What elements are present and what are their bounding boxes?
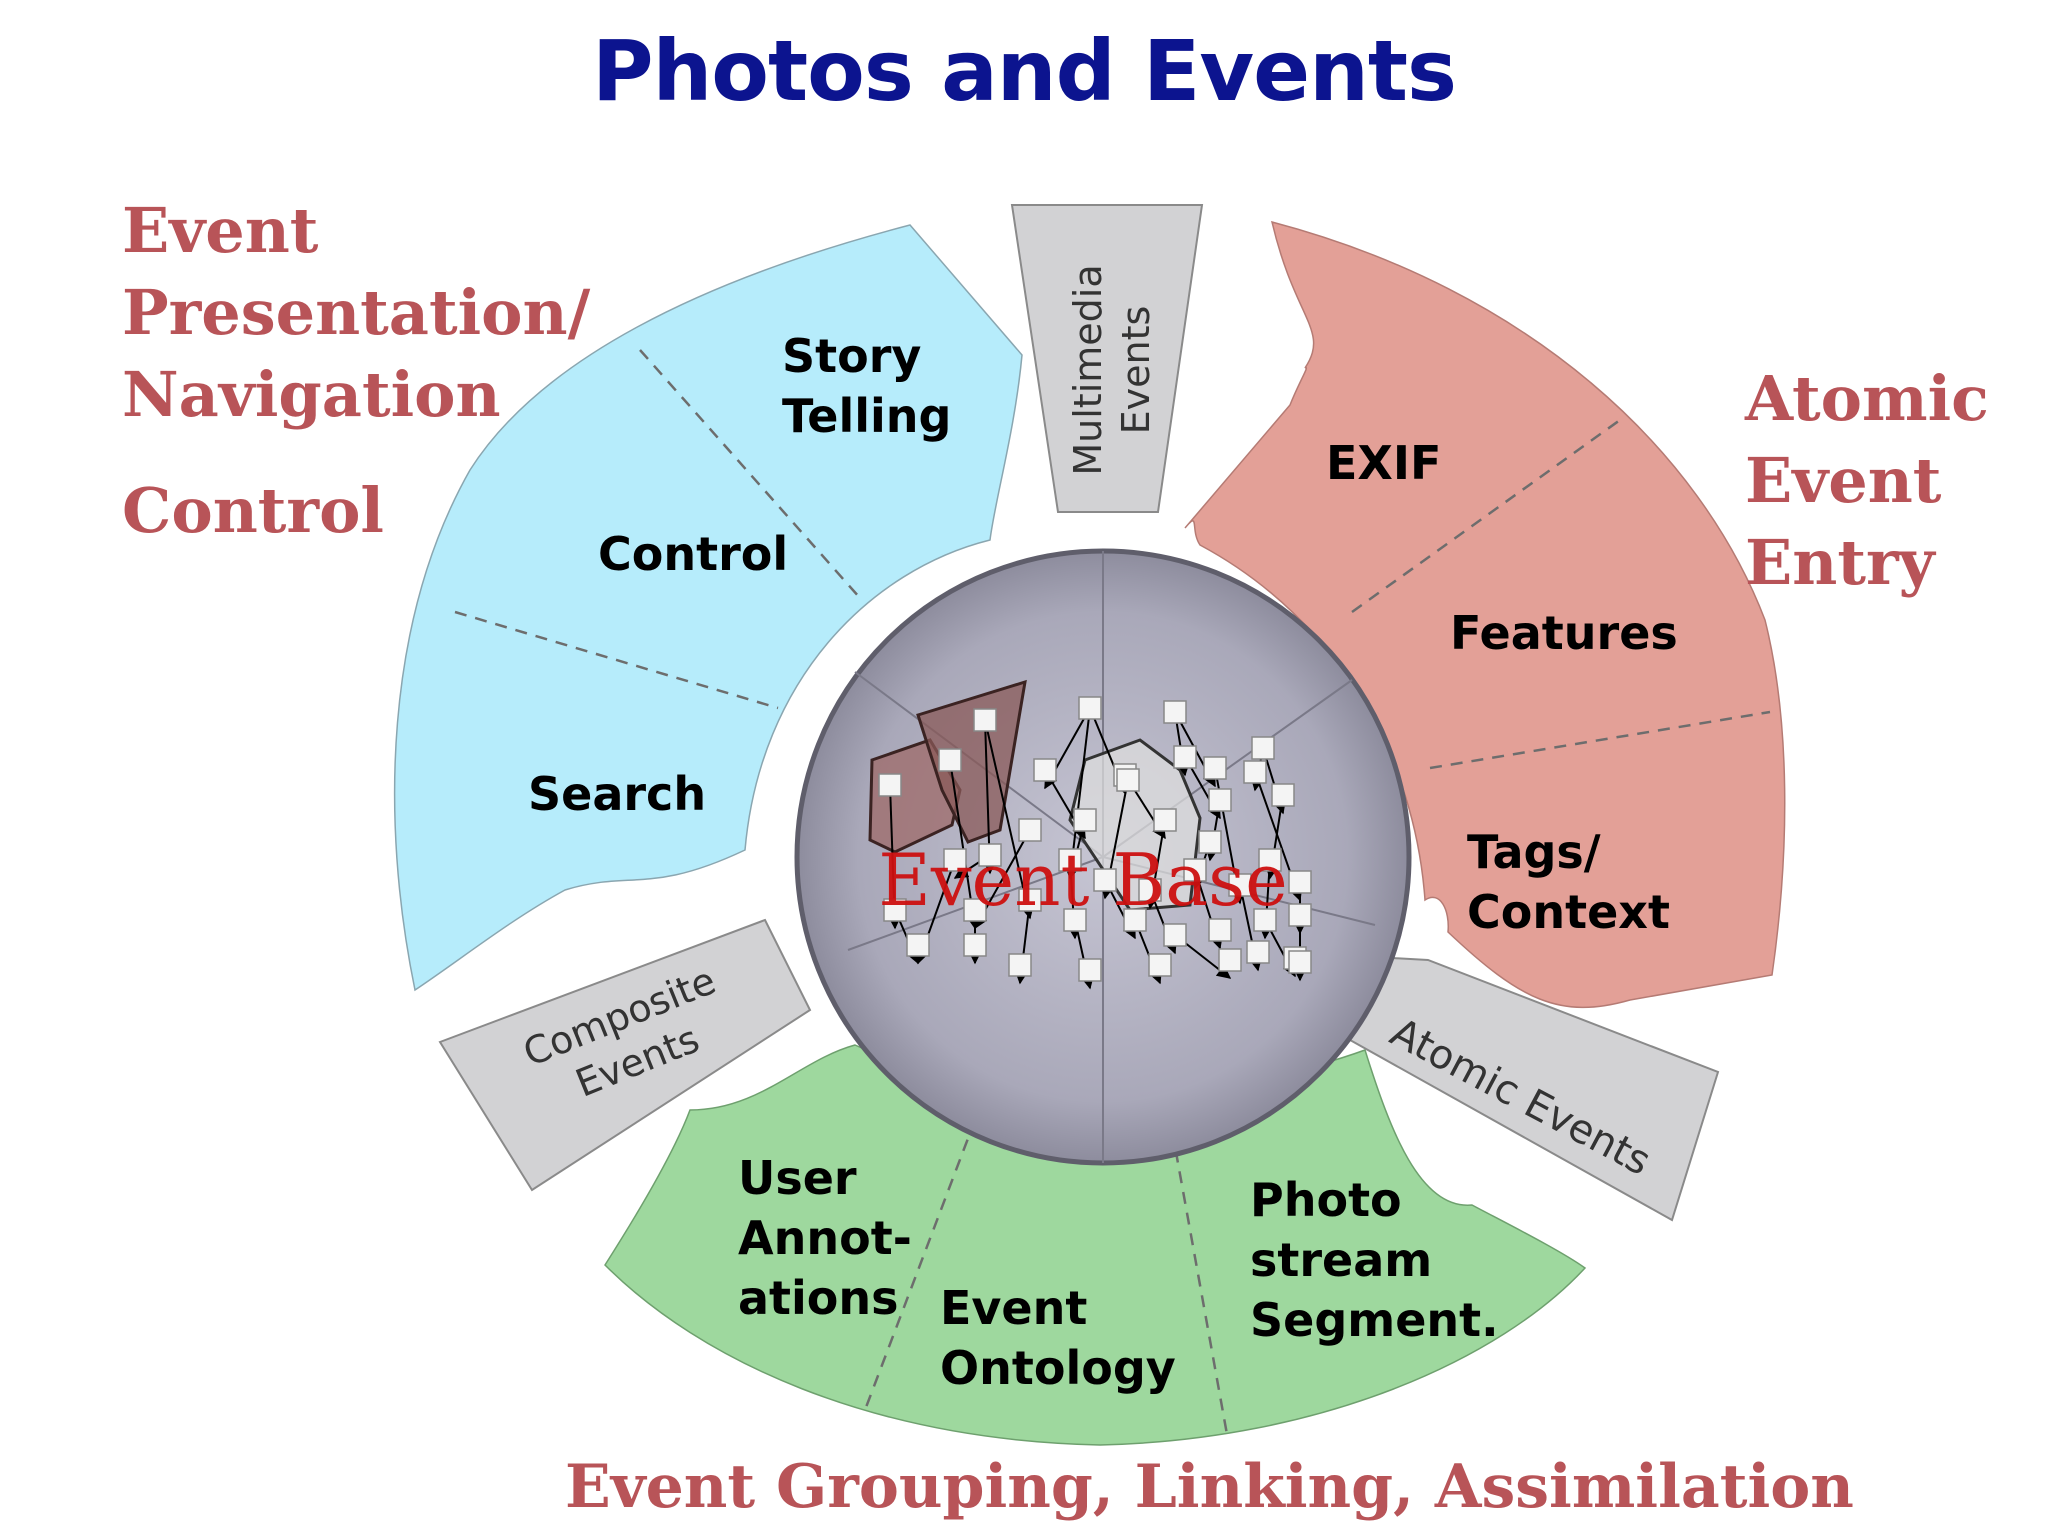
right-label-line-2: Event [1745,444,1942,517]
event-node [978,843,1002,867]
event-node [1018,888,1042,912]
event-node [973,708,997,732]
event-cluster-2 [916,679,1027,844]
event-node [1163,923,1187,947]
svg-text:Multimedia: Multimedia [1066,264,1110,475]
features-label: Features [1450,606,1678,660]
story-telling-line-2: Telling [782,389,952,443]
event-node [1288,870,1312,894]
green-dividers [863,1119,1230,1441]
event-node [1271,783,1295,807]
event-node [1093,868,1117,892]
event-node [1058,848,1082,872]
bottom-label: Event Grouping, Linking, Assimilation [565,1452,1854,1522]
event-node [938,748,962,772]
red-dividers [1351,418,1771,770]
left-side-label: Event Presentation/ Navigation [122,190,590,436]
right-side-label: Atomic Event Entry [1745,358,1989,604]
left-label-line-1: Event [122,194,319,267]
event-node [1208,918,1232,942]
right-label-line-3: Entry [1745,526,1935,599]
left-label-line-3: Navigation [122,358,501,431]
event-node [1033,758,1057,782]
svg-text:Events: Events [1114,306,1158,435]
event-node [1251,736,1275,760]
event-node [1198,830,1222,854]
event-ontology-line-1: Event [940,1281,1088,1335]
left-label-control: Control [122,474,384,547]
event-node [963,933,987,957]
photostream-line-2: stream [1250,1233,1433,1287]
event-node [1253,908,1277,932]
event-node [1243,760,1267,784]
event-node [1288,903,1312,927]
event-node [1163,700,1187,724]
event-node [1078,696,1102,720]
right-label-line-1: Atomic [1745,362,1989,435]
event-node [1208,788,1232,812]
user-annotations-label: User Annot- ations [738,1148,912,1328]
event-node [1123,908,1147,932]
event-node [1258,848,1282,872]
user-annotations-line-1: User [738,1151,857,1205]
left-label-line-2: Presentation/ [122,276,591,349]
user-annotations-line-3: ations [738,1271,899,1325]
event-ontology-line-2: Ontology [940,1341,1176,1395]
event-node [906,933,930,957]
event-base-label: Event Base [878,838,1287,922]
event-node [1173,745,1197,769]
tags-context-label: Tags/ Context [1467,822,1670,942]
photostream-segment-label: Photo stream Segment. [1250,1170,1499,1350]
event-node [1018,818,1042,842]
blue-segment [393,224,1023,992]
event-node [963,898,987,922]
event-node [1203,756,1227,780]
story-telling-line-1: Story [782,329,922,383]
event-nodes [878,696,1312,982]
blue-dividers [454,349,861,710]
multimedia-events-connector [1010,204,1204,513]
composite-events-connector [438,918,812,1192]
photostream-line-3: Segment. [1250,1293,1499,1347]
event-node [1218,948,1242,972]
event-node [1008,953,1032,977]
event-node [1153,808,1177,832]
event-node [1078,958,1102,982]
event-node [1063,908,1087,932]
event-node [1288,950,1312,974]
user-annotations-line-2: Annot- [738,1211,912,1265]
page-title: Photos and Events [591,22,1457,120]
event-node [1148,953,1172,977]
photostream-line-1: Photo [1250,1173,1402,1227]
search-label: Search [528,767,707,821]
tags-context-line-2: Context [1467,885,1670,939]
control-label: Control [598,527,789,581]
event-ontology-label: Event Ontology [940,1278,1176,1398]
event-node [1246,940,1270,964]
event-link [984,719,1035,920]
event-node [878,773,902,797]
exif-label: EXIF [1326,436,1442,490]
event-node [883,898,907,922]
tags-context-line-1: Tags/ [1467,825,1601,879]
event-node [1228,873,1252,897]
event-node [1073,808,1097,832]
story-telling-label: Story Telling [782,326,951,446]
multimedia-events-label: Multimedia Events [1066,264,1158,475]
event-node [1183,858,1207,882]
green-segment [604,1044,1587,1446]
event-node [943,848,967,872]
event-node [1138,878,1162,902]
red-segment [1184,220,1786,1009]
event-node [1116,768,1140,792]
